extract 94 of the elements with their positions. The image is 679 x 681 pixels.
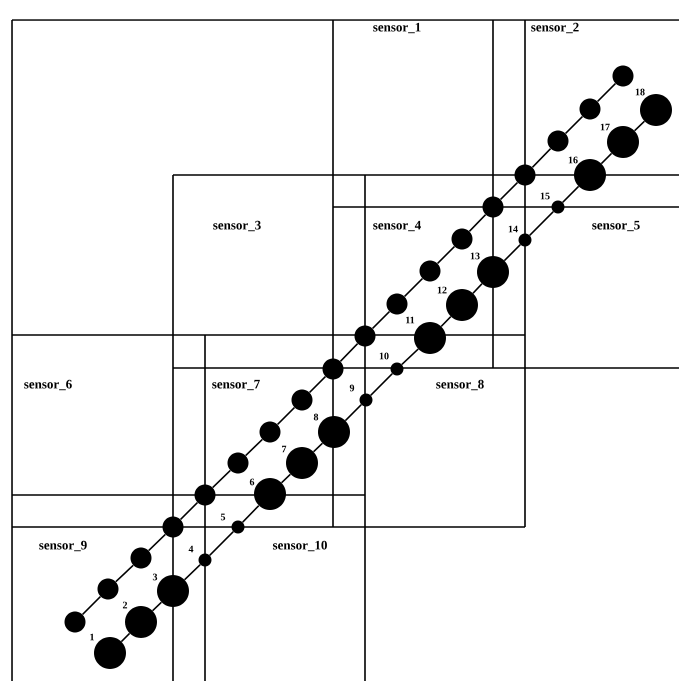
node-circle <box>580 98 600 120</box>
node-circle <box>612 66 634 86</box>
connector-line <box>532 148 552 168</box>
sensor-label: sensor_6 <box>22 378 74 392</box>
node-number: 16 <box>568 156 578 164</box>
node-circle <box>228 452 248 474</box>
node-number: 10 <box>380 352 389 360</box>
node-number: 2 <box>122 602 128 608</box>
node-circle <box>194 484 216 506</box>
node-number: 1 <box>90 634 94 640</box>
connector-line <box>277 407 295 425</box>
connector-line <box>212 470 231 488</box>
connector-line <box>370 373 393 396</box>
connector-line <box>115 564 134 582</box>
node-circle <box>446 289 478 321</box>
node-number: 8 <box>314 414 318 420</box>
node-number: 3 <box>152 574 158 580</box>
connector-line <box>437 246 455 264</box>
node-number: 15 <box>540 192 550 200</box>
node-circle <box>318 416 350 448</box>
node-circle <box>514 164 536 186</box>
sensor-label: sensor_2 <box>530 22 580 34</box>
sensor-label: sensor_1 <box>372 22 422 34</box>
node-circle <box>322 358 344 380</box>
node-number: 14 <box>508 226 518 232</box>
node-number: 9 <box>350 384 354 392</box>
node-circle <box>640 94 672 126</box>
node-circle <box>360 394 372 406</box>
sensor-label: sensor_4 <box>372 220 422 232</box>
connector-line <box>313 442 323 452</box>
connector-line <box>309 376 326 393</box>
node-circle <box>232 520 244 534</box>
node-circle <box>390 362 404 376</box>
node-number: 5 <box>220 514 226 520</box>
node-circle <box>254 478 286 510</box>
connector-line <box>565 116 583 134</box>
node-circle <box>94 637 126 669</box>
connector-line <box>82 596 101 615</box>
node-circle <box>292 390 312 410</box>
connector-line <box>245 438 263 456</box>
sensor-label: sensor_10 <box>272 540 328 552</box>
node-number: 12 <box>438 286 447 294</box>
node-number: 13 <box>470 252 480 260</box>
connector-line <box>340 343 358 362</box>
connector-line <box>401 348 419 365</box>
sensor-label: sensor_9 <box>38 540 88 552</box>
node-number: 17 <box>600 124 610 130</box>
connector-line <box>600 152 612 164</box>
connector-line <box>468 214 486 232</box>
node-circle <box>260 422 280 442</box>
node-circle <box>518 234 532 246</box>
connector-line <box>184 564 201 580</box>
node-circle <box>162 516 184 538</box>
connector-line <box>120 632 130 642</box>
node-circle <box>64 612 86 632</box>
connector-line <box>504 244 521 262</box>
connector-line <box>440 316 452 327</box>
sensor-label: sensor_3 <box>212 220 262 232</box>
connector-line <box>180 502 198 520</box>
node-number: 4 <box>188 546 194 552</box>
node-number: 6 <box>250 478 254 486</box>
node-circle <box>386 294 408 314</box>
sensor-label: sensor_5 <box>590 220 642 232</box>
node-circle <box>414 322 446 354</box>
connector-line <box>404 278 423 297</box>
node-circle <box>130 548 152 568</box>
connector-line <box>372 311 390 329</box>
node-circle <box>548 130 568 152</box>
connector-line <box>472 283 482 294</box>
connector-line <box>209 531 234 556</box>
node-number: 7 <box>282 446 286 452</box>
node-circle <box>286 447 318 479</box>
connector-line <box>344 404 362 422</box>
sensor-label: sensor_8 <box>434 378 486 392</box>
connector-line <box>242 505 260 523</box>
sensor-label: sensor_7 <box>210 378 262 392</box>
connector-line <box>562 186 580 203</box>
connector-line <box>529 211 554 236</box>
node-circle <box>98 578 118 600</box>
node-number: 18 <box>636 88 645 96</box>
node-circle <box>157 575 189 607</box>
connector-line <box>500 182 518 200</box>
node-circle <box>452 228 472 250</box>
node-circle <box>482 196 504 218</box>
connector-line <box>597 83 616 102</box>
connector-line <box>281 474 291 484</box>
node-number: 11 <box>406 316 414 324</box>
node-circle <box>552 200 564 214</box>
node-circle <box>420 260 440 282</box>
node-circle <box>198 554 212 566</box>
connector-line <box>634 120 645 132</box>
node-circle <box>354 326 376 346</box>
connector-line <box>148 534 166 552</box>
connector-line <box>152 602 162 612</box>
